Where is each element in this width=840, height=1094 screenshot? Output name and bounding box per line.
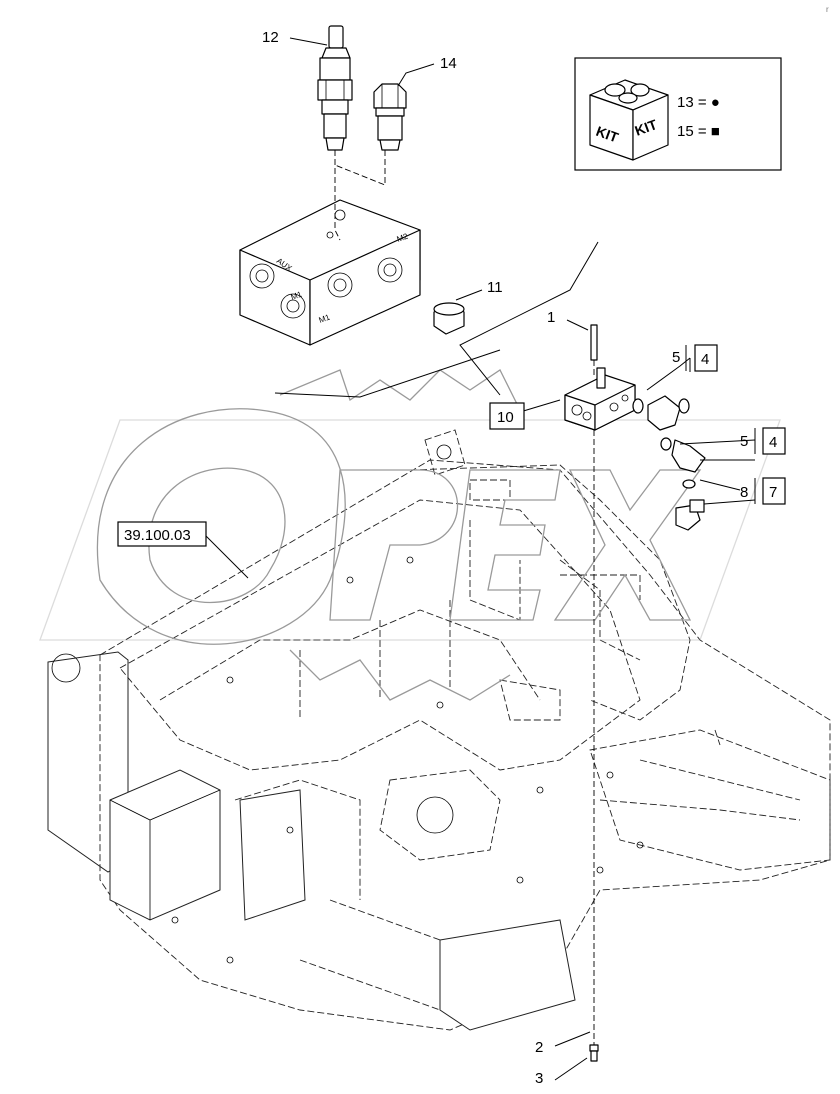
plug-14 [373,83,407,151]
valve-block: AUX M2 M1 M1 [239,199,421,346]
callout-box-7 [762,477,786,505]
block-marking-m1b: M1 [290,289,304,301]
leader-lines [204,37,756,1081]
callout-11: 11 [487,279,503,296]
kit-legend: KIT KIT 13 = ● 15 = ■ [574,57,782,171]
callouts: 12 14 11 1 10 5 4 5 4 8 7 39.100.03 2 3 [117,29,786,1087]
opex-watermark [39,369,781,701]
kit-legend-row-13: 13 = ● [677,94,720,111]
callout-box-10 [489,402,525,430]
block-marking-m1: M1 [318,312,332,324]
small-valve-block-10 [564,324,636,431]
block-marking-m2: M2 [396,231,410,243]
callout-8: 8 [740,484,748,501]
callout-3: 3 [535,1070,543,1087]
bolt-2-3 [589,1044,599,1062]
callout-4b: 4 [769,434,777,451]
reference-label: 39.100.03 [124,527,191,544]
callout-12: 12 [262,29,279,46]
fittings-group [632,395,706,531]
cartridge-valve-12 [317,25,353,151]
callout-14: 14 [440,55,457,72]
kit-text-right: KIT [633,116,660,139]
machine-frame [47,429,831,1031]
callout-box-4b [762,427,786,455]
corner-mark: r [826,5,829,14]
callout-7: 7 [769,484,777,501]
callout-box-4a [694,344,718,372]
callout-10: 10 [497,409,514,426]
callout-4a: 4 [701,351,709,368]
assembly-line-14 [334,150,386,186]
reference-box [117,521,207,547]
kit-text-left: KIT [594,123,621,146]
callout-5a: 5 [672,349,680,366]
cap-11 [433,302,465,335]
callout-5b: 5 [740,433,748,450]
callout-2: 2 [535,1039,543,1056]
kit-legend-row-15: 15 = ■ [677,123,720,140]
callout-1: 1 [547,309,555,326]
